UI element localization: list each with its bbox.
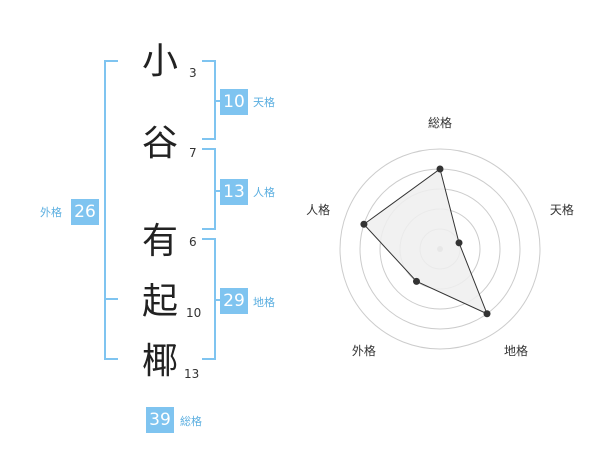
radar-point-2 [455,239,463,247]
jinkaku-label: 人格 [253,186,275,199]
gaikaku-bracket-tick [104,298,118,300]
gaikaku-badge: 26 [71,199,99,225]
stroke-count-2: 7 [189,146,197,160]
radar-axis-label: 天格 [550,202,574,217]
chikaku-badge: 29 [220,288,248,314]
chikaku-connector [214,299,220,301]
stroke-count-5: 13 [184,367,200,381]
radar-axis-label: 人格 [306,202,330,217]
radar-point-4 [412,277,420,285]
tenkaku-badge: 10 [220,89,248,115]
soukaku-badge: 39 [146,407,174,433]
radar-axis-label: 総格 [428,115,452,130]
chikaku-label: 地格 [253,296,275,309]
radar-grid-ring [339,148,541,350]
jinkaku-badge: 13 [220,179,248,205]
name-char-5: 椰 [141,341,178,382]
name-char-4: 起 [141,281,178,322]
jinkaku-bracket [202,148,216,230]
radar-axis-label: 外格 [352,343,376,358]
stroke-count-1: 3 [189,66,197,80]
stroke-count-4: 10 [186,306,202,320]
radar-axis-label: 地格 [504,343,528,358]
name-char-2: 谷 [141,123,178,164]
tenkaku-label: 天格 [253,96,275,109]
gaikaku-label: 外格 [40,206,62,219]
radar-point-3 [483,310,491,318]
tenkaku-connector [214,100,220,102]
jinkaku-connector [214,190,220,192]
soukaku-label: 総格 [180,415,202,428]
name-char-1: 小 [141,41,178,82]
radar-point-5 [360,220,368,228]
radar-point-1 [436,165,444,173]
stroke-count-3: 6 [189,235,197,249]
name-char-3: 有 [141,221,178,262]
gaikaku-bracket [104,60,118,360]
radar-area [363,168,488,315]
